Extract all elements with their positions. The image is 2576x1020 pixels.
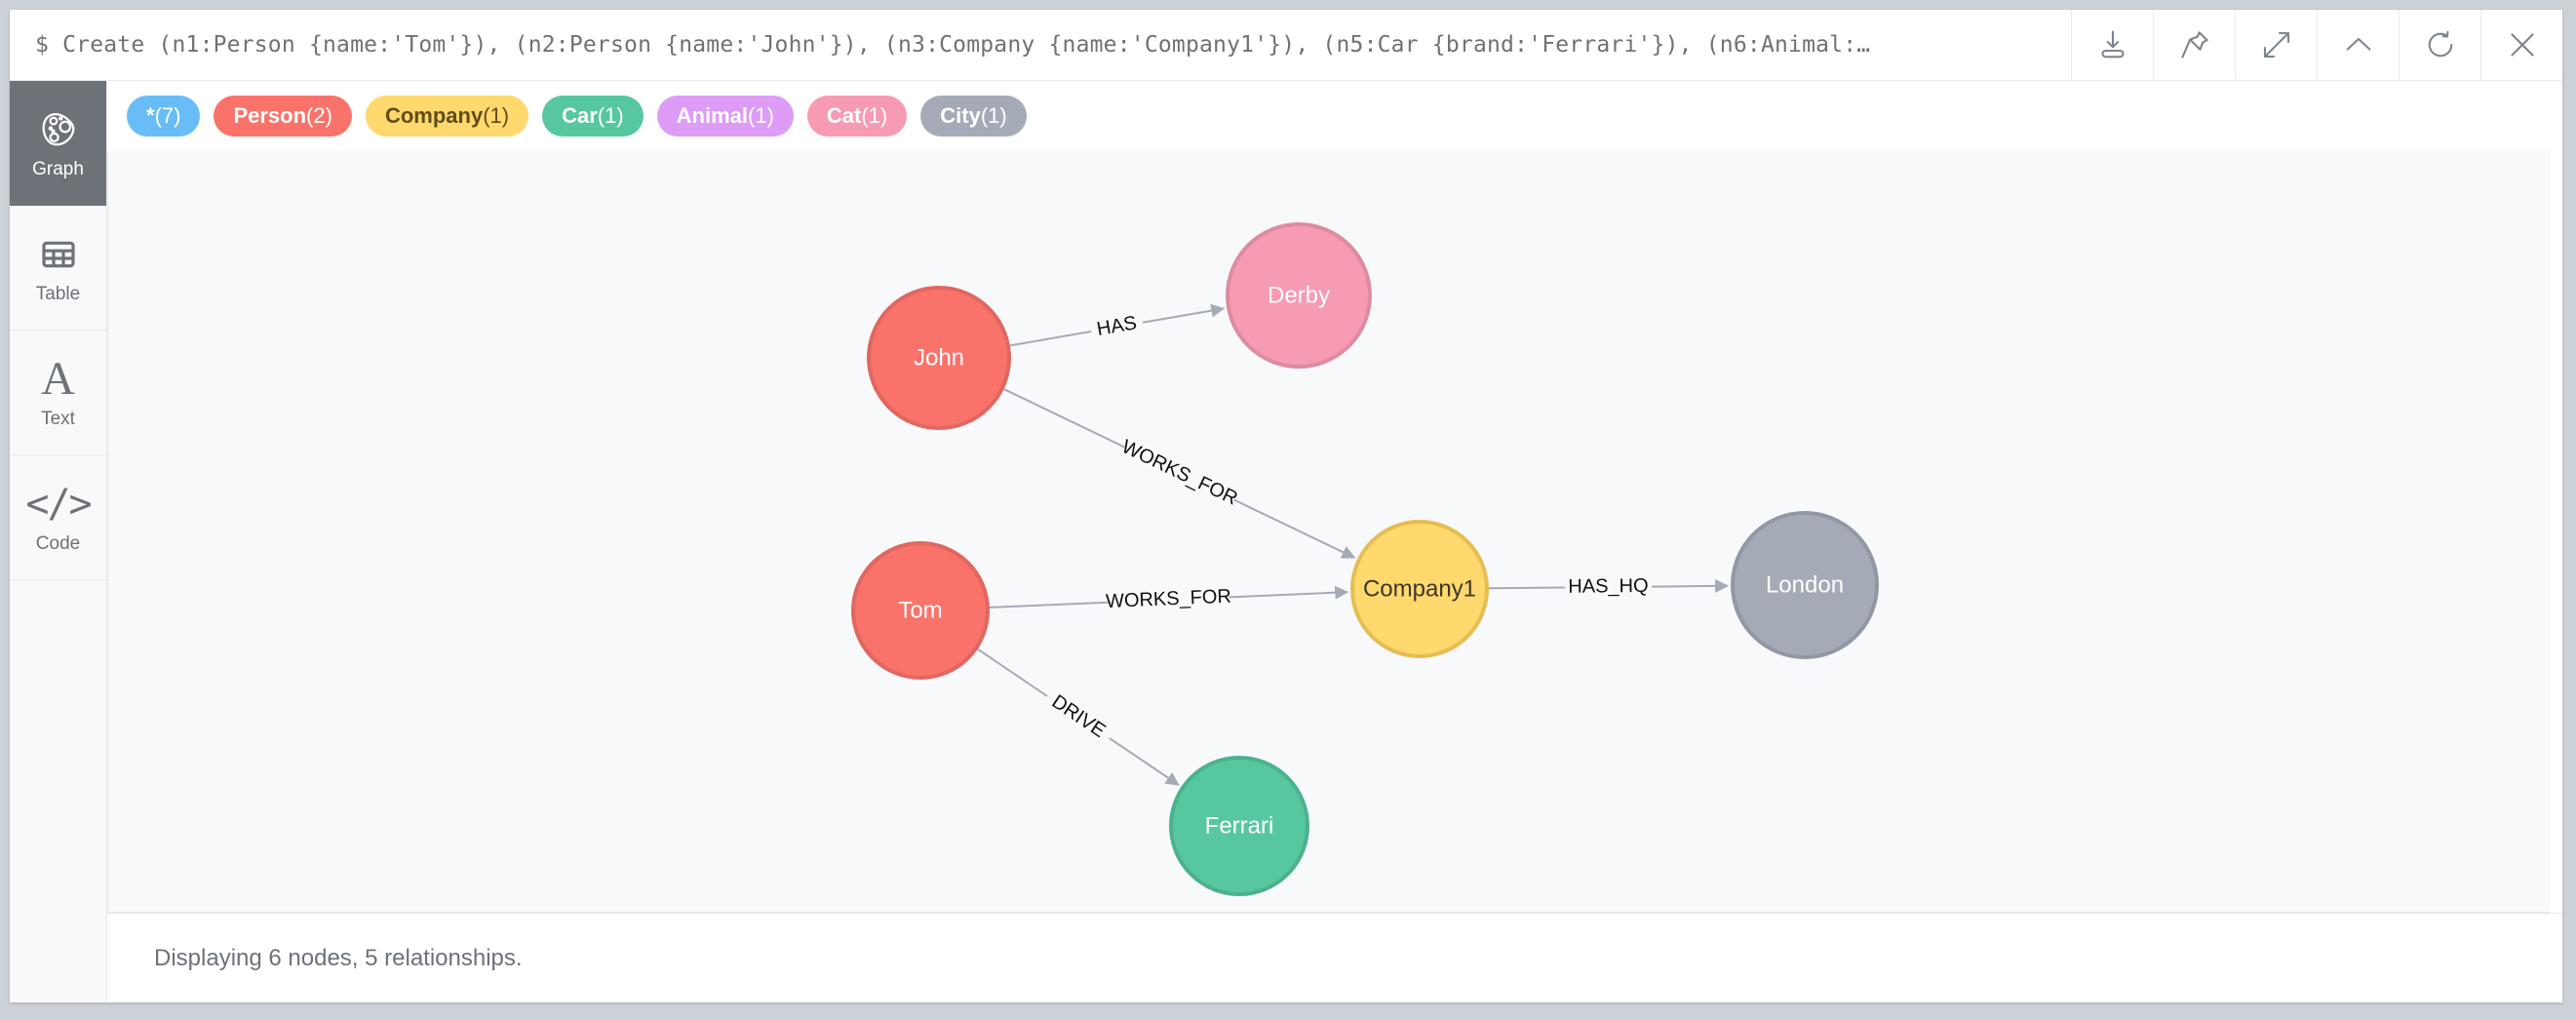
legend-pill-label: Car bbox=[562, 103, 598, 128]
graph-node-circle[interactable] bbox=[1169, 756, 1309, 896]
result-toolbar bbox=[2071, 10, 2562, 80]
graph-node[interactable]: Derby bbox=[1226, 222, 1372, 369]
status-bar: Displaying 6 nodes, 5 relationships. bbox=[107, 913, 2562, 1002]
relationship-line bbox=[1233, 498, 1356, 559]
graph-node-circle[interactable] bbox=[1226, 222, 1372, 369]
chevron-up-icon[interactable] bbox=[2317, 10, 2399, 80]
graph-relationship[interactable]: HAS bbox=[1009, 303, 1226, 347]
legend-pill-count: (7) bbox=[154, 103, 181, 128]
graph-node[interactable]: Ferrari bbox=[1169, 756, 1309, 896]
relationship-line bbox=[1229, 585, 1349, 600]
code-icon: </> bbox=[25, 481, 92, 527]
graph-icon bbox=[38, 108, 79, 151]
relationship-label: WORKS_FOR bbox=[1106, 586, 1232, 613]
relationship-label: HAS bbox=[1095, 312, 1138, 340]
relationship-label: DRIVE bbox=[1048, 691, 1110, 742]
graph-node[interactable]: London bbox=[1731, 511, 1879, 659]
sidebar-item-text-label: Text bbox=[41, 408, 75, 429]
relationship-label: HAS_HQ bbox=[1568, 575, 1648, 598]
legend-pill-count: (1) bbox=[597, 103, 624, 128]
graph-relationship[interactable]: WORKS_FOR bbox=[989, 585, 1349, 613]
result-frame: $ Create (n1:Person {name:'Tom'}), (n2:P… bbox=[10, 10, 2562, 1002]
table-icon bbox=[39, 233, 78, 276]
graph-node[interactable]: Tom bbox=[851, 541, 990, 680]
legend-pill-count: (1) bbox=[861, 103, 888, 128]
relationship-line bbox=[1142, 303, 1226, 324]
graph-relationship[interactable]: WORKS_FOR bbox=[1003, 388, 1356, 559]
legend-pill-label: Person bbox=[233, 103, 307, 128]
label-legend: *(7)Person(2)Company(1)Car(1)Animal(1)Ca… bbox=[107, 81, 2562, 151]
sidebar-item-table-label: Table bbox=[35, 283, 81, 304]
legend-pill-count: (2) bbox=[306, 103, 332, 128]
relationship-line bbox=[1009, 330, 1092, 347]
sidebar-item-graph[interactable]: Graph bbox=[10, 81, 106, 206]
expand-icon[interactable] bbox=[2235, 10, 2317, 80]
view-switcher-filler bbox=[10, 580, 106, 1002]
relationship-line bbox=[1488, 586, 1566, 590]
graph-node-circle[interactable] bbox=[1350, 520, 1489, 658]
relationship-line bbox=[1109, 737, 1180, 786]
graph-relationship[interactable]: HAS_HQ bbox=[1488, 575, 1730, 598]
legend-pill-label: * bbox=[146, 103, 155, 128]
legend-pill-count: (1) bbox=[748, 103, 774, 128]
graph-canvas[interactable]: HAS WORKS_FOR WORKS_FOR DRIVE HAS_HQ John Der… bbox=[107, 151, 2551, 913]
sidebar-item-table[interactable]: Table bbox=[10, 206, 106, 331]
status-text: Displaying 6 nodes, 5 relationships. bbox=[154, 944, 523, 971]
legend-pill-car[interactable]: Car(1) bbox=[542, 96, 644, 137]
relationship-line bbox=[977, 647, 1048, 697]
legend-pill-cat[interactable]: Cat(1) bbox=[806, 96, 908, 137]
pin-icon[interactable] bbox=[2153, 10, 2235, 80]
close-icon[interactable] bbox=[2480, 10, 2562, 80]
graph-node-circle[interactable] bbox=[851, 541, 990, 680]
relationship-label: WORKS_FOR bbox=[1118, 436, 1241, 510]
sidebar-item-text[interactable]: A Text bbox=[10, 331, 106, 455]
legend-pill-count: (1) bbox=[483, 103, 510, 128]
query-bar: $ Create (n1:Person {name:'Tom'}), (n2:P… bbox=[10, 10, 2562, 80]
refresh-icon[interactable] bbox=[2399, 10, 2480, 80]
legend-pill-company[interactable]: Company(1) bbox=[365, 96, 529, 137]
graph-node-circle[interactable] bbox=[867, 286, 1011, 430]
graph-panel: *(7)Person(2)Company(1)Car(1)Animal(1)Ca… bbox=[107, 80, 2562, 1002]
relationship-line bbox=[989, 601, 1109, 608]
view-switcher: Graph Table A Text bbox=[10, 80, 107, 1002]
relationship-line bbox=[1003, 388, 1125, 449]
legend-pill-label: Company bbox=[384, 103, 484, 128]
legend-pill-animal[interactable]: Animal(1) bbox=[656, 96, 794, 137]
result-body: Graph Table A Text bbox=[10, 80, 2562, 1002]
graph-node[interactable]: Company1 bbox=[1350, 520, 1489, 658]
legend-pill-city[interactable]: City(1) bbox=[920, 96, 1027, 137]
graph-relationship[interactable]: DRIVE bbox=[977, 647, 1180, 786]
graph-node[interactable]: John bbox=[867, 286, 1011, 430]
legend-pill-label: Animal bbox=[676, 103, 749, 128]
sidebar-item-code[interactable]: </> Code bbox=[10, 455, 106, 580]
legend-pill-label: Cat bbox=[826, 103, 862, 128]
legend-pill-person[interactable]: Person(2) bbox=[214, 96, 352, 137]
legend-pill-count: (1) bbox=[980, 103, 1007, 128]
relationship-line bbox=[1651, 578, 1730, 593]
query-text[interactable]: $ Create (n1:Person {name:'Tom'}), (n2:P… bbox=[35, 32, 1871, 58]
graph-edges: HAS WORKS_FOR WORKS_FOR DRIVE HAS_HQ bbox=[977, 303, 1730, 786]
sidebar-item-code-label: Code bbox=[35, 532, 81, 554]
sidebar-item-graph-label: Graph bbox=[32, 158, 84, 179]
text-icon: A bbox=[41, 352, 75, 405]
download-icon[interactable] bbox=[2071, 10, 2153, 80]
legend-pill-label: City bbox=[940, 103, 981, 128]
legend-pill-all[interactable]: *(7) bbox=[127, 96, 201, 137]
graph-svg[interactable]: HAS WORKS_FOR WORKS_FOR DRIVE HAS_HQ John Der… bbox=[108, 151, 2551, 900]
graph-node-circle[interactable] bbox=[1731, 511, 1879, 659]
